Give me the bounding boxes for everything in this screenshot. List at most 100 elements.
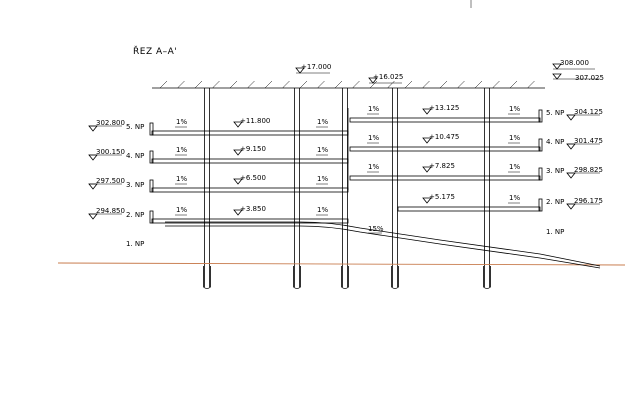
roof-hatch-stroke [212,80,220,89]
slope-label: 1% [176,206,187,214]
right-floor-label: 3. NP [546,167,564,175]
roof-hatch-stroke [247,80,255,89]
left-floor-label: 2. NP [126,211,144,219]
roof-hatch-stroke [474,80,483,89]
roof-hatch-stroke [264,80,273,89]
roof-hatch-stroke [492,80,500,89]
slab-parapet [149,210,154,224]
left-floor-label: 4. NP [126,152,144,160]
slope-label: 1% [509,134,520,142]
roof-hatch-stroke [404,80,413,89]
roof-hatch-stroke [229,80,238,89]
roof-hatch-stroke [317,80,325,89]
column-footing [483,266,491,289]
right-floor-label: 1. NP [546,228,564,236]
roof-hatch [159,80,535,89]
slope-label: 1% [368,134,379,142]
level-triangle [233,178,243,185]
right-slab [349,175,541,181]
left-floor-rel: +6.500 [240,174,266,182]
left-floor-rel: +11.800 [240,117,270,125]
floor-slabs [149,109,543,224]
roof-hatch-stroke [369,80,378,89]
slope-label: 1% [509,105,520,113]
roof-hatch-stroke [282,80,290,89]
column-footing [391,266,399,289]
right-top-marker [552,63,600,80]
left-slab [151,130,349,136]
slab-parapet [149,179,154,193]
right-floor-abs: 298.825 [574,166,603,174]
roof-hatch-stroke [352,80,360,89]
slope-label: 1% [176,175,187,183]
level-triangle [422,197,432,204]
right-floor-rel: +13.125 [429,104,459,112]
slope-label: 1% [317,146,328,154]
left-floor-abs: 294.850 [96,207,125,215]
right-roof-abs: 307.025 [575,74,604,82]
roof-hatch-stroke [194,80,203,89]
column-footing [293,266,301,289]
level-triangle [422,137,432,144]
roof-hatch-stroke [457,80,465,89]
level-triangle [422,166,432,173]
roof-hatch-stroke [387,80,395,89]
column-footing [341,266,349,289]
right-floor-rel: +10.475 [429,133,459,141]
roof-left-level: +17.000 [301,63,331,71]
left-floor-label: 5. NP [126,123,144,131]
left-floor-abs: 300.150 [96,148,125,156]
level-triangle [422,108,432,115]
ramp-lower [165,225,601,269]
right-slab [397,206,541,212]
ground-line [57,262,626,266]
roof-hatch-stroke [422,80,430,89]
roof-left-marker [295,67,330,74]
slope-label: 1% [176,118,187,126]
right-floor-label: 2. NP [546,198,564,206]
left-floor-rel: +3.850 [240,205,266,213]
slope-label: 1% [368,105,379,113]
roof-hatch-stroke [439,80,448,89]
slab-parapet [149,122,154,136]
right-floor-rel: +7.825 [429,162,455,170]
ramp-upper [165,221,601,267]
right-floor-abs: 296.175 [574,197,603,205]
slope-label: 1% [317,175,328,183]
left-floor-rel: +9.150 [240,145,266,153]
column-footing [203,266,211,289]
drawing-title: ŘEZ A–A' [133,46,177,57]
slope-label: 1% [317,118,328,126]
roof-right-marker [368,77,402,84]
level-triangle [233,121,243,128]
slope-label: 1% [509,163,520,171]
slab-parapet [538,198,543,212]
slope-label: 1% [368,163,379,171]
columns [203,88,491,289]
right-floor-label: 5. NP [546,109,564,117]
left-floor-label: 1. NP [126,240,144,248]
left-slab [151,158,349,164]
level-triangle [233,209,243,216]
slab-parapet [538,167,543,181]
slab-parapet [149,150,154,164]
slab-parapet [538,109,543,123]
roof-hatch-stroke [299,80,308,89]
left-floor-abs: 297.500 [96,177,125,185]
left-slab [151,218,349,224]
right-slab [349,146,541,152]
roof-hatch-stroke [509,80,518,89]
roof-hatch-stroke [527,80,535,89]
right-floor-label: 4. NP [546,138,564,146]
right-floor-abs: 301.475 [574,137,603,145]
left-floor-label: 3. NP [126,181,144,189]
slab-parapet [538,138,543,152]
slope-label: 1% [176,146,187,154]
roof-hatch-stroke [177,80,185,89]
left-slab [151,187,349,193]
roof-hatch-stroke [159,80,168,89]
roof-hatch-stroke [334,80,343,89]
